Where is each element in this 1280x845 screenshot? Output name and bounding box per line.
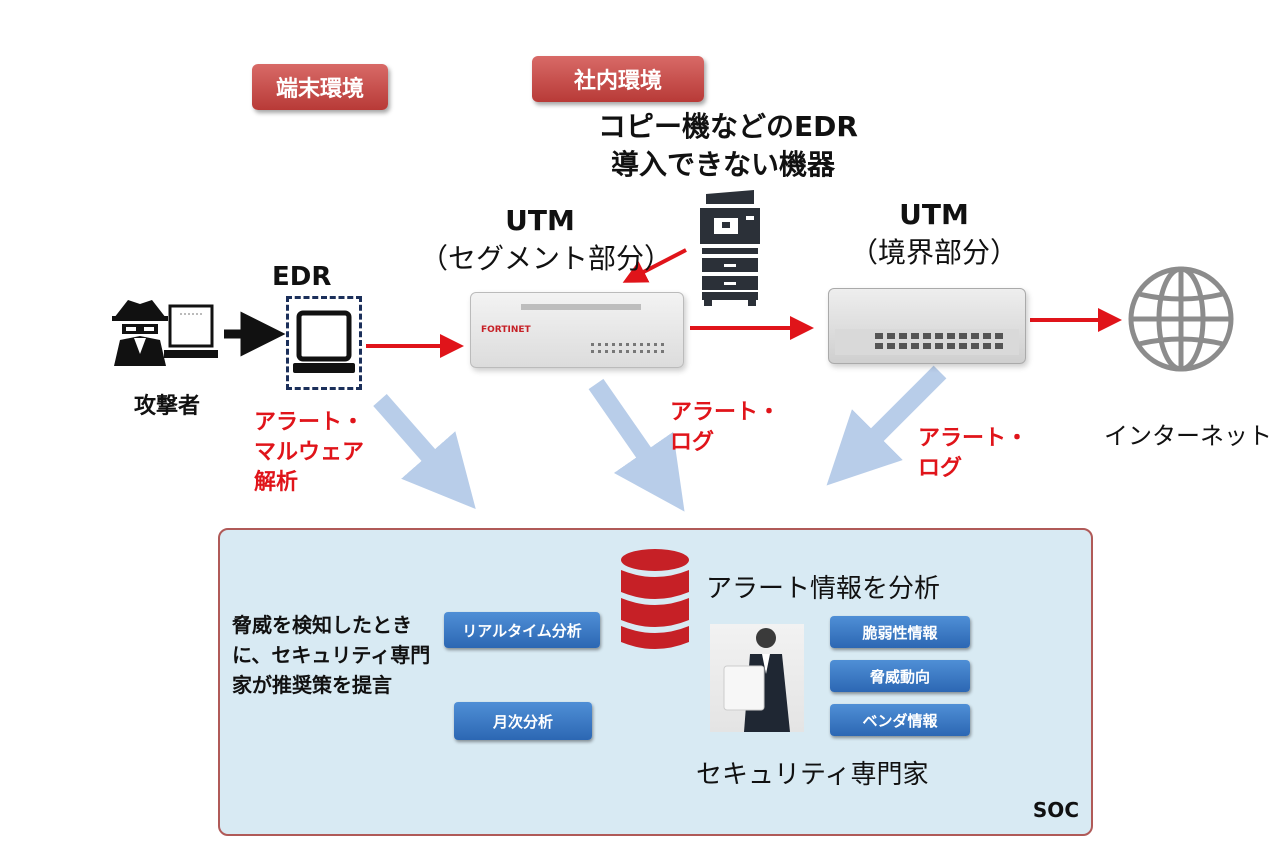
edr-alert-line1: アラート・ <box>254 410 365 435</box>
attacker-label: 攻撃者 <box>134 394 201 419</box>
soc-description-line3: 家が推奨策を提言 <box>232 673 392 697</box>
utm-segment-label: UTM （セグメント部分） <box>420 202 673 278</box>
port-lights-icon <box>591 343 664 353</box>
border-alert-label: アラート・ ログ <box>918 424 1028 484</box>
utm-segment-label-line1: UTM <box>505 204 575 237</box>
utm-border-label: UTM （境界部分） <box>846 196 1022 272</box>
fortinet-logo-icon <box>521 304 641 310</box>
utm-border-label-line2: （境界部分） <box>849 236 1018 269</box>
vendor-info-button[interactable]: ベンダ情報 <box>830 704 970 736</box>
soc-panel: 脅威を検知したとき に、セキュリティ専門 家が推奨策を提言 リアルタイム分析 月… <box>218 528 1093 836</box>
security-expert-photo <box>710 624 804 732</box>
non-edr-device-note: コピー機などのEDR 導入できない機器 <box>598 108 858 184</box>
edr-label: EDR <box>272 262 332 292</box>
monthly-analysis-button[interactable]: 月次分析 <box>454 702 592 740</box>
non-edr-device-note-line1: コピー機などのEDR <box>598 110 858 143</box>
threat-trend-button[interactable]: 脅威動向 <box>830 660 970 692</box>
edr-alert-line3: 解析 <box>254 470 299 495</box>
segment-alert-line2: ログ <box>670 430 715 455</box>
laptop-icon <box>293 310 355 373</box>
globe-icon <box>1128 266 1234 372</box>
endpoint-environment-badge: 端末環境 <box>252 64 388 110</box>
vulnerability-info-button[interactable]: 脆弱性情報 <box>830 616 970 648</box>
segment-alert-label: アラート・ ログ <box>670 398 780 458</box>
border-alert-line2: ログ <box>918 456 963 481</box>
rack-ports-icon <box>835 329 1019 355</box>
segment-alert-line1: アラート・ <box>670 400 781 425</box>
edr-alert-line2: マルウェア <box>254 440 365 465</box>
utm-segment-label-line2: （セグメント部分） <box>420 242 673 275</box>
segment-alert-arrow <box>588 378 685 512</box>
non-edr-device-note-line2: 導入できない機器 <box>610 148 835 181</box>
security-expert-label: セキュリティ専門家 <box>696 760 929 790</box>
copier-to-utm-arrow <box>622 248 687 283</box>
edr-alert-label: アラート・ マルウェア 解析 <box>254 408 364 498</box>
utm-segment-device[interactable]: FORTINET <box>470 292 684 368</box>
copier-icon <box>700 190 760 306</box>
soc-description: 脅威を検知したとき に、セキュリティ専門 家が推奨策を提言 <box>232 610 442 700</box>
utm-border-label-line1: UTM <box>899 198 969 231</box>
edr-endpoint-box[interactable] <box>286 296 362 390</box>
border-alert-arrow <box>826 365 947 486</box>
utm-segment-brand: FORTINET <box>481 325 531 335</box>
attacker-icon <box>112 300 218 366</box>
database-icon <box>621 549 689 649</box>
border-alert-line1: アラート・ <box>918 426 1029 451</box>
soc-description-line2: に、セキュリティ専門 <box>232 643 431 667</box>
edr-alert-arrow <box>373 394 476 510</box>
person-with-laptop-icon <box>723 628 790 732</box>
alert-analysis-title: アラート情報を分析 <box>706 574 941 604</box>
internal-environment-badge: 社内環境 <box>532 56 704 102</box>
soc-description-line1: 脅威を検知したとき <box>232 613 412 637</box>
utm-border-device[interactable] <box>828 288 1026 364</box>
internet-label: インターネット <box>1104 422 1272 450</box>
soc-title: SOC <box>1032 798 1079 822</box>
realtime-analysis-button[interactable]: リアルタイム分析 <box>444 612 600 648</box>
